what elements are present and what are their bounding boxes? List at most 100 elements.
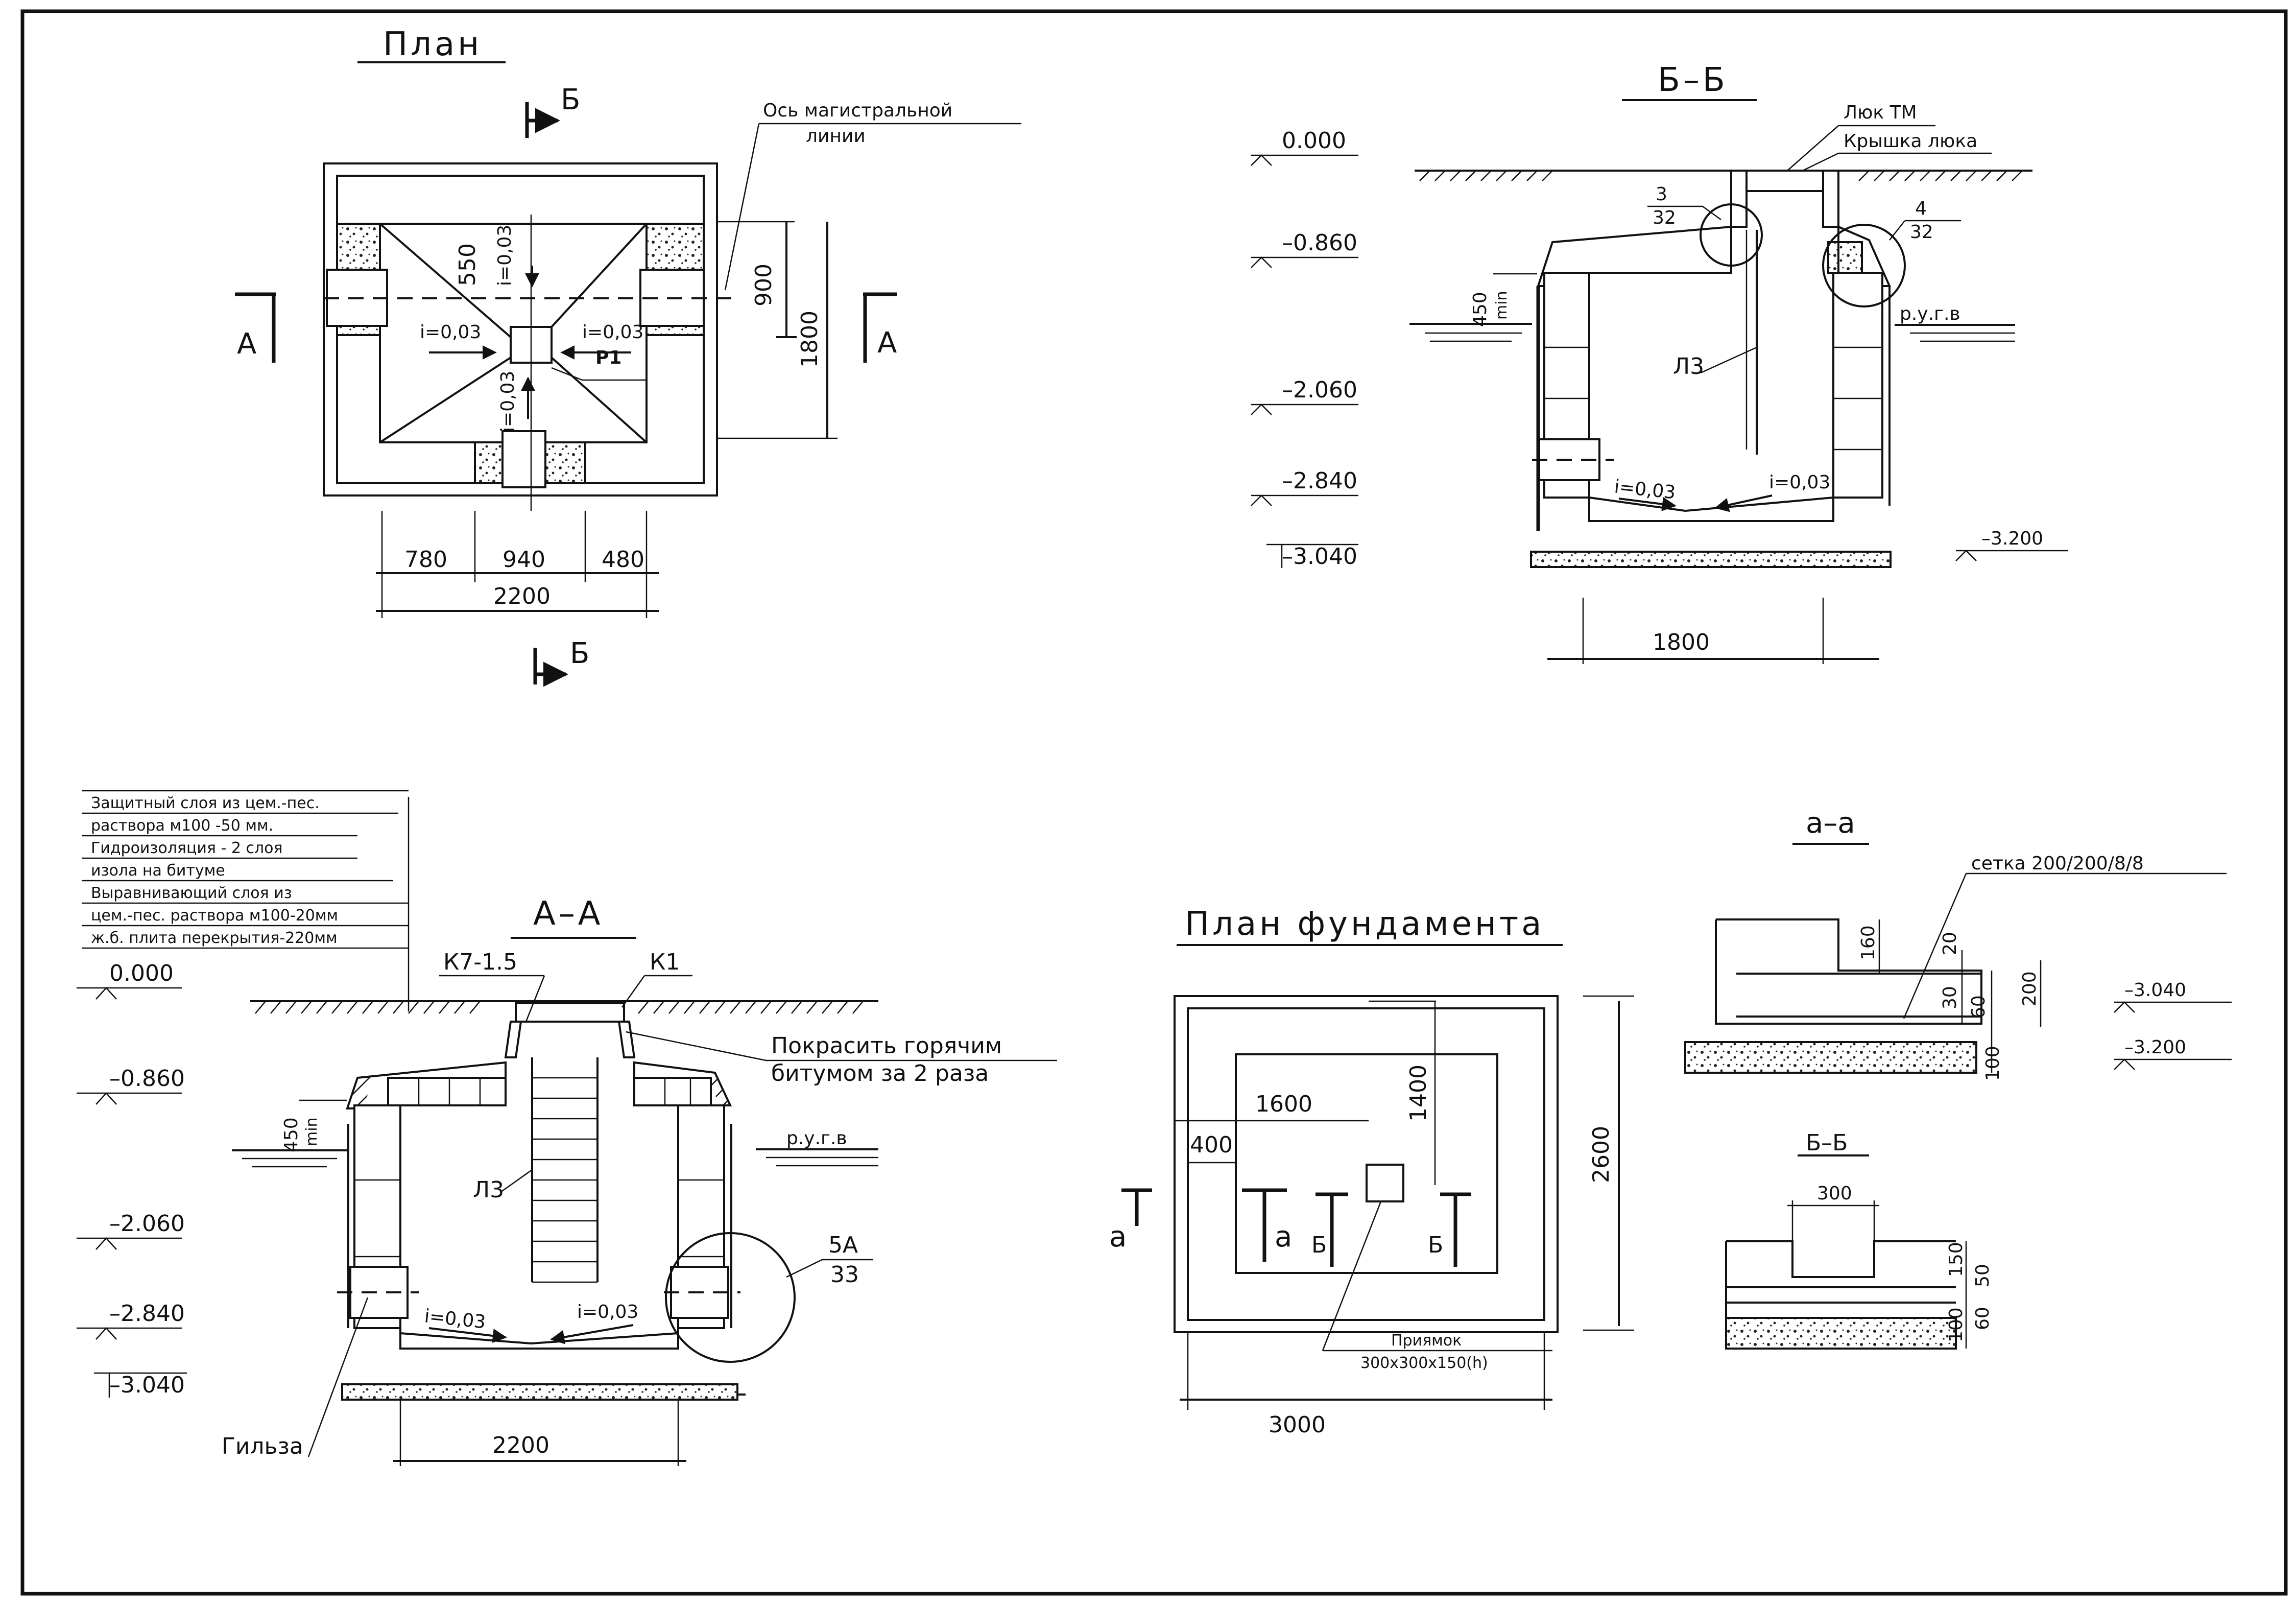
- plan-view: План Ось магистральной линии i=0,03 i=0,…: [235, 26, 1021, 687]
- aa-min450: 450: [281, 1117, 302, 1152]
- detail-aa-d60: 60: [1968, 995, 1989, 1019]
- note-line-1: Защитный слоя из цем.-пес.: [91, 794, 320, 812]
- foundation-mark-a-left: а: [1109, 1220, 1127, 1254]
- aa-lv-2060: –2.060: [109, 1211, 185, 1237]
- note-line-7: ж.б. плита перекрытия-220мм: [91, 929, 338, 947]
- bb-ref3-bottom: 32: [1653, 207, 1676, 228]
- bb-ugv: р.у.г.в: [1900, 303, 1960, 324]
- plan-section-mark-top: Б: [561, 83, 580, 116]
- bb-lv-3200: –3.200: [1981, 528, 2043, 549]
- notes-table: Защитный слоя из цем.-пес. раствора м100…: [82, 790, 410, 1011]
- foundation-dim-1600: 1600: [1255, 1091, 1312, 1117]
- aa-lz: Л3: [473, 1177, 504, 1203]
- plan-slope-bottom: i=0,03: [497, 371, 518, 432]
- plan-slope-left: i=0,03: [420, 322, 481, 343]
- detail-bb-d60: 60: [1972, 1307, 1993, 1330]
- plan-pit-label: Р1: [595, 347, 621, 368]
- plan-dim-780: 780: [404, 547, 447, 573]
- aa-lv-0860: –0.860: [109, 1066, 185, 1092]
- detail-aa-mesh: сетка 200/200/8/8: [1971, 853, 2144, 874]
- plan-axis-note-2: линии: [806, 126, 866, 147]
- detail-aa-d200: 200: [2019, 971, 2040, 1006]
- bb-cover-label: Крышка люка: [1844, 131, 1977, 152]
- bb-ref4-bottom: 32: [1910, 222, 1933, 243]
- aa-dim-2200: 2200: [492, 1432, 549, 1458]
- aa-ugv: р.у.г.в: [786, 1128, 847, 1149]
- foundation-mark-b-left: Б: [1311, 1232, 1327, 1258]
- bb-ref3-top: 3: [1656, 184, 1667, 205]
- foundation-dim-400: 400: [1190, 1132, 1233, 1158]
- plan-section-mark-bottom: Б: [570, 637, 589, 670]
- bb-ref4-top: 4: [1915, 198, 1927, 219]
- plan-dim-940: 940: [503, 547, 545, 573]
- aa-sleeve: Гильза: [222, 1433, 303, 1459]
- foundation-dim-1400: 1400: [1405, 1065, 1431, 1122]
- aa-lv-2840: –2.840: [109, 1301, 185, 1327]
- detail-aa-d160: 160: [1858, 925, 1879, 960]
- plan-axis-note-1: Ось магистральной: [763, 100, 952, 121]
- detail-aa-lv-3200: –3.200: [2124, 1037, 2186, 1058]
- plan-dim-2200: 2200: [493, 583, 551, 609]
- bb-hatch-label: Люк ТМ: [1844, 102, 1917, 123]
- sheet-frame: [20, 9, 2288, 1596]
- plan-section-mark-left: А: [237, 327, 256, 361]
- note-line-4: изола на битуме: [91, 862, 225, 880]
- foundation-mark-b-right: Б: [1428, 1232, 1443, 1258]
- aa-ref5-bottom: 33: [830, 1262, 859, 1288]
- aa-paint-2: битумом за 2 раза: [771, 1060, 989, 1087]
- aa-k1: К1: [650, 949, 680, 975]
- bb-lv-0860: –0.860: [1282, 230, 1357, 256]
- plan-dim-1800: 1800: [797, 311, 823, 368]
- aa-paint-1: Покрасить горячим: [771, 1033, 1002, 1059]
- bb-lz: Л3: [1673, 353, 1704, 380]
- detail-aa-lv-3040: –3.040: [2124, 980, 2186, 1001]
- foundation-mark-a-right: а: [1275, 1220, 1292, 1254]
- aa-lv-000: 0.000: [109, 960, 174, 986]
- plan-dim-900: 900: [751, 264, 777, 306]
- foundation-plan: План фундамента 1600 400 1400 2600 3000 …: [1109, 905, 1634, 1438]
- bb-dim-1800: 1800: [1653, 629, 1710, 655]
- aa-slope-right: i=0,03: [577, 1302, 638, 1322]
- foundation-title: План фундамента: [1185, 905, 1544, 943]
- aa-min-label: min: [303, 1117, 321, 1146]
- detail-bb-d50: 50: [1972, 1264, 1993, 1287]
- foundation-dim-2600: 2600: [1588, 1126, 1614, 1183]
- section-aa: А–А: [77, 895, 1057, 1466]
- bb-min-label: min: [1493, 291, 1511, 320]
- detail-aa: а–а сетка 200/200/8/8 160 20 30 60 200 1…: [1684, 807, 2232, 1081]
- plan-title: План: [383, 26, 482, 63]
- section-bb: Б–Б: [1251, 61, 2068, 664]
- aa-k7: К7-1.5: [443, 949, 517, 975]
- bb-lv-2840: –2.840: [1282, 468, 1357, 494]
- detail-bb-d300: 300: [1817, 1183, 1852, 1204]
- plan-slope-top: i=0,03: [494, 225, 515, 286]
- note-line-3: Гидроизоляция - 2 слоя: [91, 839, 283, 857]
- bb-lv-000: 0.000: [1282, 128, 1346, 154]
- plan-dim-480: 480: [602, 547, 644, 573]
- bb-lv-3040: –3.040: [1282, 544, 1357, 570]
- bb-lv-2060: –2.060: [1282, 377, 1357, 403]
- note-line-6: цем.-пес. раствора м100-20мм: [91, 907, 338, 925]
- foundation-pit-2: 300x300x150(h): [1360, 1354, 1488, 1372]
- plan-dim-550: 550: [455, 243, 481, 286]
- detail-bb-d100: 100: [1946, 1307, 1967, 1342]
- foundation-dim-3000: 3000: [1269, 1412, 1326, 1438]
- detail-bb-title: Б–Б: [1806, 1130, 1848, 1156]
- aa-lv-3040: –3.040: [109, 1372, 185, 1398]
- aa-title: А–А: [533, 895, 604, 933]
- bb-min450: 450: [1470, 292, 1491, 327]
- plan-section-mark-right: А: [877, 326, 897, 360]
- bb-slope-right: i=0,03: [1769, 472, 1830, 493]
- note-line-2: раствора м100 -50 мм.: [91, 817, 273, 835]
- detail-bb: Б–Б 300 150 50 60 100: [1725, 1130, 1993, 1350]
- detail-aa-d30: 30: [1940, 986, 1960, 1009]
- foundation-pit-1: Приямок: [1391, 1332, 1462, 1350]
- bb-title: Б–Б: [1658, 61, 1728, 99]
- note-line-5: Выравнивающий слоя из: [91, 884, 292, 902]
- plan-slope-right: i=0,03: [582, 322, 643, 343]
- detail-bb-d150: 150: [1946, 1242, 1967, 1277]
- detail-aa-title: а–а: [1806, 807, 1855, 840]
- aa-ref5-top: 5А: [828, 1232, 858, 1258]
- detail-aa-d20: 20: [1940, 932, 1960, 955]
